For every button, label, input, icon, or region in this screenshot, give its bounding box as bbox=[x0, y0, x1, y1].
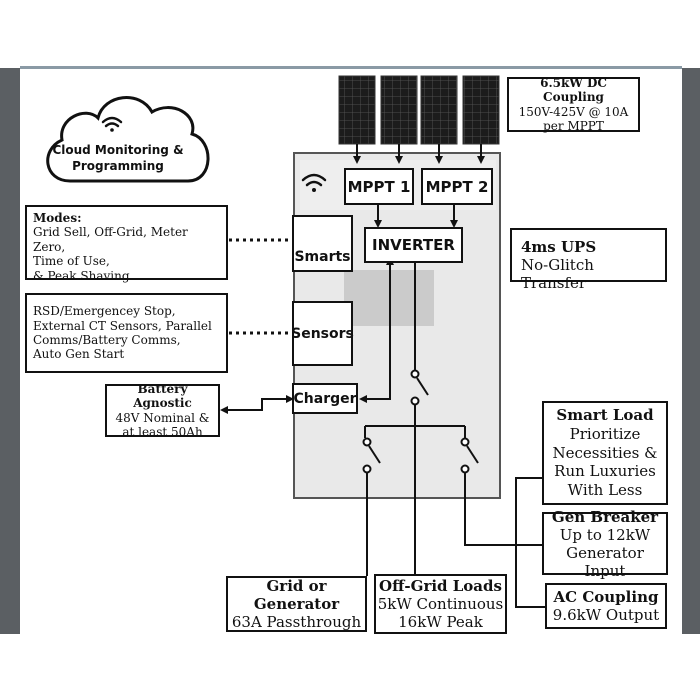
grid-title: Grid or Generator bbox=[253, 577, 340, 613]
inverter-charger-link bbox=[359, 257, 394, 403]
cloud-line-1: Cloud Monitoring & bbox=[52, 143, 184, 157]
modes-line-1: Grid Sell, Off-Grid, Meter Zero, bbox=[33, 225, 188, 254]
smarts-label: Smarts bbox=[294, 249, 351, 265]
dotted-connectors bbox=[229, 238, 291, 335]
panel-arrows bbox=[353, 144, 485, 164]
ac-coupling-box: AC Coupling 9.6kW Output bbox=[545, 583, 667, 629]
dc-coupling-box: 6.5kW DC Coupling 150V-425V @ 10A per MP… bbox=[507, 75, 640, 133]
cloud-icon bbox=[46, 96, 210, 183]
smarts-box: Smarts bbox=[292, 215, 353, 272]
dc-coupling-line-2: per MPPT bbox=[543, 118, 604, 133]
modes-box: Modes: Grid Sell, Off-Grid, Meter Zero, … bbox=[25, 205, 228, 283]
ac-coupling-line-1: 9.6kW Output bbox=[552, 606, 660, 624]
offgrid-loads-box: Off-Grid Loads 5kW Continuous 16kW Peak bbox=[374, 574, 507, 634]
smart-load-line-2: Necessities & bbox=[552, 443, 658, 462]
mppt-1-box: MPPT 1 bbox=[344, 168, 414, 205]
modes-title: Modes: bbox=[33, 211, 82, 225]
cloud-line-2: Programming bbox=[72, 158, 164, 173]
sensor-features-line-1: RSD/Emergencey Stop, bbox=[33, 304, 176, 319]
mppt-2-box: MPPT 2 bbox=[421, 168, 493, 205]
frame-right-bar bbox=[682, 68, 700, 634]
mppt-1-label: MPPT 1 bbox=[347, 177, 411, 196]
dc-coupling-title: 6.5kW DC Coupling bbox=[540, 75, 607, 105]
gen-breaker-line-1: Up to 12kW bbox=[559, 525, 651, 544]
sensor-features-line-2: External CT Sensors, Parallel bbox=[33, 318, 212, 333]
grid-generator-box: Grid or Generator 63A Passthrough bbox=[226, 576, 367, 632]
grid-line-1: 63A Passthrough bbox=[231, 613, 362, 631]
solar-panel-icon bbox=[338, 75, 500, 145]
smart-load-title: Smart Load bbox=[556, 406, 654, 425]
ups-line-1: No-Glitch Transfer bbox=[521, 256, 594, 292]
battery-box: Battery Agnostic 48V Nominal & at least … bbox=[105, 381, 220, 439]
ups-title: 4ms UPS bbox=[521, 238, 597, 256]
smart-load-line-1: Prioritize bbox=[569, 424, 641, 443]
wifi-icon bbox=[101, 116, 123, 132]
battery-line-2: at least 50Ah bbox=[122, 424, 203, 439]
charger-box: Charger bbox=[292, 383, 358, 414]
frame-left-bar bbox=[0, 68, 20, 634]
battery-title: Battery Agnostic bbox=[133, 381, 192, 411]
charger-label: Charger bbox=[293, 390, 357, 407]
mppt-2-label: MPPT 2 bbox=[425, 177, 489, 196]
battery-line-1: 48V Nominal & bbox=[115, 410, 210, 425]
ac-coupling-title: AC Coupling bbox=[553, 588, 659, 606]
sensors-label: Sensors bbox=[291, 325, 354, 342]
inverter-box: INVERTER bbox=[364, 227, 463, 263]
gen-breaker-box: Gen Breaker Up to 12kW Generator Input bbox=[542, 508, 668, 580]
sensor-features-line-4: Auto Gen Start bbox=[33, 347, 125, 362]
ups-box: 4ms UPS No-Glitch Transfer bbox=[510, 228, 667, 292]
sensor-features-box: RSD/Emergencey Stop, External CT Sensors… bbox=[25, 293, 228, 373]
output-lines bbox=[366, 426, 545, 608]
modes-line-3: & Peak Shaving bbox=[33, 268, 130, 283]
sensor-features-line-3: Comms/Battery Comms, bbox=[33, 333, 181, 347]
gen-breaker-line-2: Generator Input bbox=[566, 543, 644, 580]
offgrid-line-2: 16kW Peak bbox=[398, 613, 483, 631]
frame-top-line bbox=[20, 66, 682, 69]
dc-coupling-line-1: 150V-425V @ 10A bbox=[518, 104, 629, 119]
cloud-monitoring-label: Cloud Monitoring & Programming bbox=[48, 143, 188, 174]
battery-link bbox=[220, 395, 294, 414]
sensors-box: Sensors bbox=[291, 301, 354, 366]
gen-breaker-title: Gen Breaker bbox=[551, 507, 659, 526]
smart-load-line-4: With Less bbox=[567, 481, 643, 500]
offgrid-title: Off-Grid Loads bbox=[379, 577, 502, 595]
modes-line-2: Time of Use, bbox=[33, 254, 110, 269]
inverter-switch bbox=[410, 263, 429, 426]
wifi-icon bbox=[301, 173, 327, 192]
smart-load-line-3: Run Luxuries bbox=[554, 462, 656, 481]
mppt-inverter-arrows bbox=[374, 204, 458, 228]
smart-load-box: Smart Load Prioritize Necessities & Run … bbox=[542, 401, 668, 505]
inverter-label: INVERTER bbox=[372, 236, 455, 254]
offgrid-line-1: 5kW Continuous bbox=[377, 595, 504, 613]
